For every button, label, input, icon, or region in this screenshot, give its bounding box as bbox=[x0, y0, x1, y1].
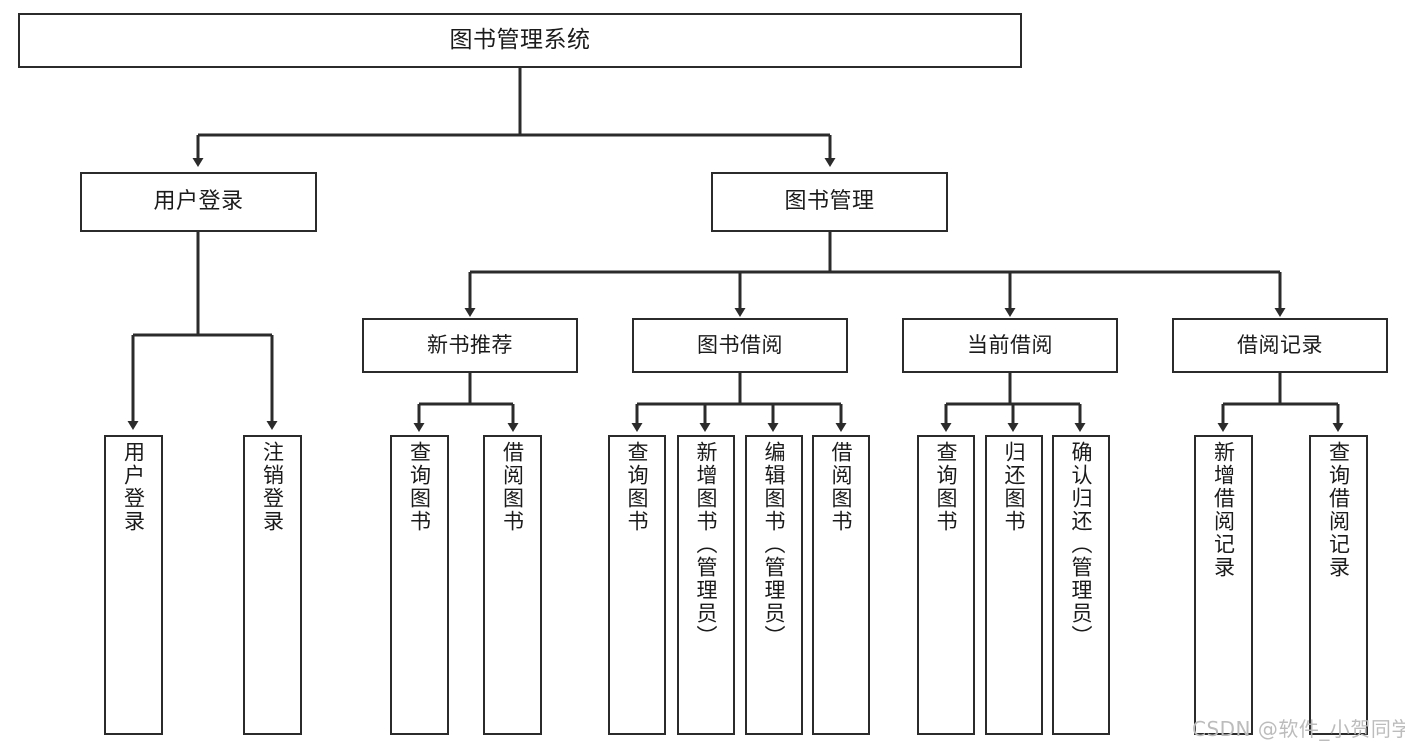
node-label: 新增图书（管理员） bbox=[694, 441, 719, 648]
node-label: 查询图书 bbox=[407, 441, 432, 533]
node-leaf-query-book-current[interactable]: 查询图书 bbox=[917, 435, 975, 735]
edge-userlogin-to-leaves bbox=[127, 232, 278, 430]
node-leaf-confirm-return[interactable]: 确认归还（管理员） bbox=[1052, 435, 1110, 735]
node-user-login[interactable]: 用户登录 bbox=[80, 172, 317, 232]
node-leaf-user-login[interactable]: 用户登录 bbox=[104, 435, 163, 735]
node-new-book-recommend[interactable]: 新书推荐 bbox=[362, 318, 578, 373]
node-label: 注销登录 bbox=[260, 441, 285, 533]
node-root-system[interactable]: 图书管理系统 bbox=[18, 13, 1022, 68]
node-leaf-logout-login[interactable]: 注销登录 bbox=[243, 435, 302, 735]
node-leaf-add-borrow-record[interactable]: 新增借阅记录 bbox=[1194, 435, 1253, 735]
edge-borrowrecord-to-leaves bbox=[1217, 373, 1344, 432]
node-label: 图书管理系统 bbox=[449, 27, 591, 54]
edge-bookmanage-to-level2 bbox=[464, 232, 1286, 317]
node-book-borrow[interactable]: 图书借阅 bbox=[632, 318, 848, 373]
node-label: 查询图书 bbox=[934, 441, 959, 533]
node-label: 借阅图书 bbox=[500, 441, 525, 533]
edge-currentborrow-to-leaves bbox=[940, 373, 1086, 432]
edge-bookborrow-to-leaves bbox=[631, 373, 847, 432]
node-label: 图书管理 bbox=[784, 189, 875, 215]
csdn-watermark: CSDN @软件_小贺同学 bbox=[1192, 717, 1405, 741]
node-label: 当前借阅 bbox=[967, 333, 1053, 358]
node-current-borrow[interactable]: 当前借阅 bbox=[902, 318, 1118, 373]
edge-newbook-to-leaves bbox=[413, 373, 519, 432]
node-label: 编辑图书（管理员） bbox=[762, 441, 787, 648]
node-borrow-record[interactable]: 借阅记录 bbox=[1172, 318, 1388, 373]
edge-root-to-level1 bbox=[192, 68, 836, 167]
node-label: 归还图书 bbox=[1002, 441, 1027, 533]
node-label: 查询图书 bbox=[625, 441, 650, 533]
node-label: 用户登录 bbox=[153, 189, 244, 215]
node-leaf-query-book-recommend[interactable]: 查询图书 bbox=[390, 435, 449, 735]
node-leaf-query-book-borrow[interactable]: 查询图书 bbox=[608, 435, 666, 735]
node-leaf-edit-book[interactable]: 编辑图书（管理员） bbox=[745, 435, 803, 735]
node-leaf-borrow-book-recommend[interactable]: 借阅图书 bbox=[483, 435, 542, 735]
node-label: 新增借阅记录 bbox=[1211, 441, 1236, 579]
node-label: 用户登录 bbox=[121, 441, 146, 533]
node-label: 借阅图书 bbox=[829, 441, 854, 533]
node-label: 借阅记录 bbox=[1237, 333, 1323, 358]
node-book-manage[interactable]: 图书管理 bbox=[711, 172, 948, 232]
node-leaf-return-book[interactable]: 归还图书 bbox=[985, 435, 1043, 735]
node-label: 新书推荐 bbox=[427, 333, 513, 358]
node-leaf-query-borrow-record[interactable]: 查询借阅记录 bbox=[1309, 435, 1368, 735]
node-leaf-add-book[interactable]: 新增图书（管理员） bbox=[677, 435, 735, 735]
node-leaf-borrow-book[interactable]: 借阅图书 bbox=[812, 435, 870, 735]
node-label: 查询借阅记录 bbox=[1326, 441, 1351, 579]
node-label: 图书借阅 bbox=[697, 333, 783, 358]
node-label: 确认归还（管理员） bbox=[1069, 441, 1094, 648]
